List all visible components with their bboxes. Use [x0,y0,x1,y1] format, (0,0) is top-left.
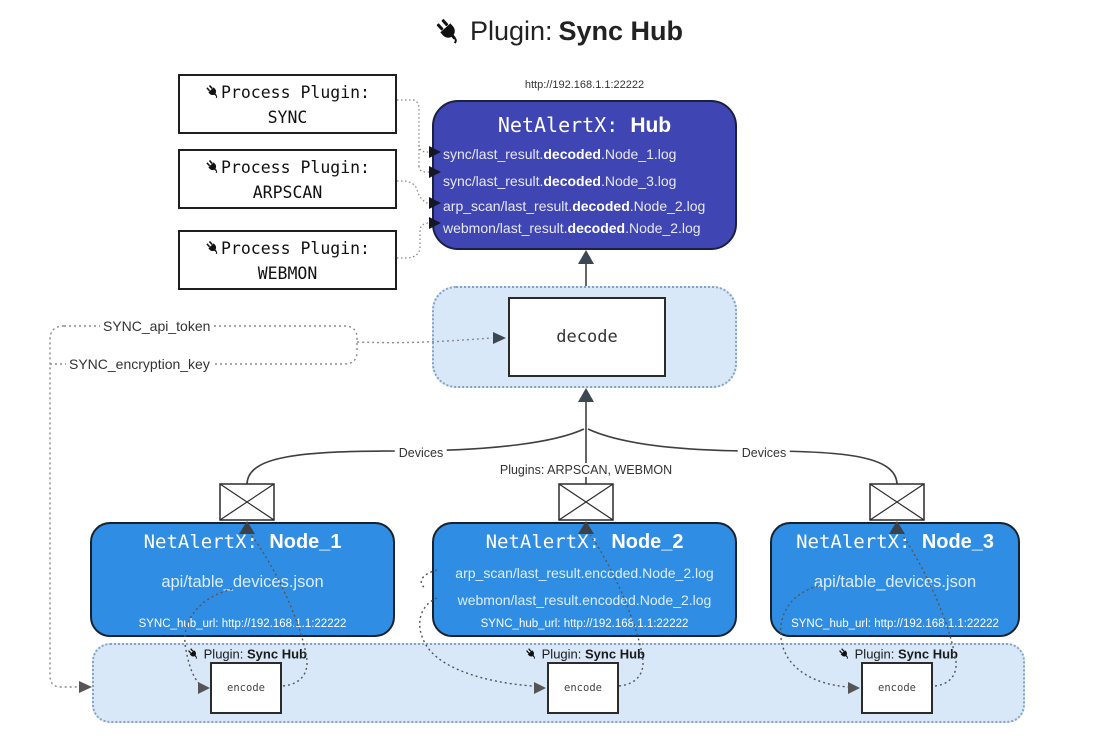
decode-bottom-arrowhead [578,388,594,402]
node2-file-2: webmon/last_result.encoded.Node_2.log [457,592,712,608]
hub-bottom-arrowhead [578,250,594,264]
node3-title: NetAlertX: Node_3 [796,531,994,553]
plug-icon [434,17,464,47]
hub-title-name: Hub [630,114,672,137]
sync-branch-2 [418,165,430,173]
plug-icon [838,647,851,660]
node3-box: NetAlertX: Node_3 api/table_devices.json… [770,522,1020,637]
title-text-bold: Sync Hub [558,16,684,46]
hub-log-line: sync/last_result.decoded.Node_3.log [443,173,677,189]
node1-hub-url: SYNC_hub_url: http://192.168.1.1:22222 [138,618,347,630]
process-plugin-webmon: Process Plugin: WEBMON [178,230,397,290]
node2-box: NetAlertX: Node_2 arp_scan/last_result.e… [432,522,737,637]
webmon-connector [397,222,430,259]
node2-title: NetAlertX: Node_2 [485,531,684,553]
encode1-box: encode [210,662,282,714]
sync-encryption-key-label: SYNC_encryption_key [66,356,213,372]
hub-log-line: webmon/last_result.decoded.Node_2.log [443,220,701,236]
node1-box: NetAlertX: Node_1 api/table_devices.json… [90,522,395,637]
node1-file: api/table_devices.json [161,573,324,591]
process-plugin-arpscan: Process Plugin: ARPSCAN [178,149,397,209]
sync-api-token-label: SYNC_api_token [100,318,214,334]
encode1-plugin-label: Plugin: Sync Hub [187,647,307,662]
node3-file: api/table_devices.json [813,573,977,591]
plug-icon [205,240,221,256]
envelope-icon [869,483,925,521]
title-text: Plugin: [469,16,553,46]
plug-icon [525,647,538,660]
node2-hub-url: SYNC_hub_url: http://192.168.1.1:22222 [480,618,689,630]
process-plugin-name: ARPSCAN [252,183,323,202]
edge-label-devices-right: Devices [737,446,791,460]
encode3-plugin-label: Plugin: Sync Hub [838,647,958,662]
hub-title: NetAlertX: Hub [434,113,735,138]
envelope-icon [219,483,275,521]
node1-title: NetAlertX: Node_1 [143,531,342,553]
hub-log-line: arp_scan/last_result.decoded.Node_2.log [443,198,706,214]
edge-label-plugins: Plugins: ARPSCAN, WEBMON [495,463,677,477]
plug-icon [187,647,200,660]
decode-box: decode [508,297,666,377]
sync-connector [397,99,420,166]
node2-file-1: arp_scan/last_result.encoded.Node_2.log [455,565,714,581]
encode3-box: encode [861,662,933,714]
sync-branch-1 [418,144,430,153]
hub-box: NetAlertX: Hub sync/last_result.decoded.… [432,100,737,250]
envelope-icon [558,483,614,521]
edge-label-devices-left: Devices [394,446,448,460]
encode2-plugin-label: Plugin: Sync Hub [525,647,645,662]
hub-log-line: sync/last_result.decoded.Node_1.log [443,146,677,162]
plug-icon [205,159,221,175]
encode-zone-entry-arrowhead [79,681,92,693]
hub-url-label: http://192.168.1.1:22222 [524,79,645,91]
diagram-title: Plugin: Sync Hub [0,16,1117,47]
encode2-box: encode [547,662,619,714]
cfg-left-down [49,325,78,688]
process-plugin-name: SYNC [267,108,308,127]
process-plugin-sync: Process Plugin: SYNC [178,74,397,134]
arpscan-connector [397,180,430,204]
process-plugin-name: WEBMON [257,264,318,283]
hub-title-prefix: NetAlertX: [497,113,631,137]
node3-hub-url: SYNC_hub_url: http://192.168.1.1:22222 [791,618,999,630]
plug-icon [205,84,221,100]
